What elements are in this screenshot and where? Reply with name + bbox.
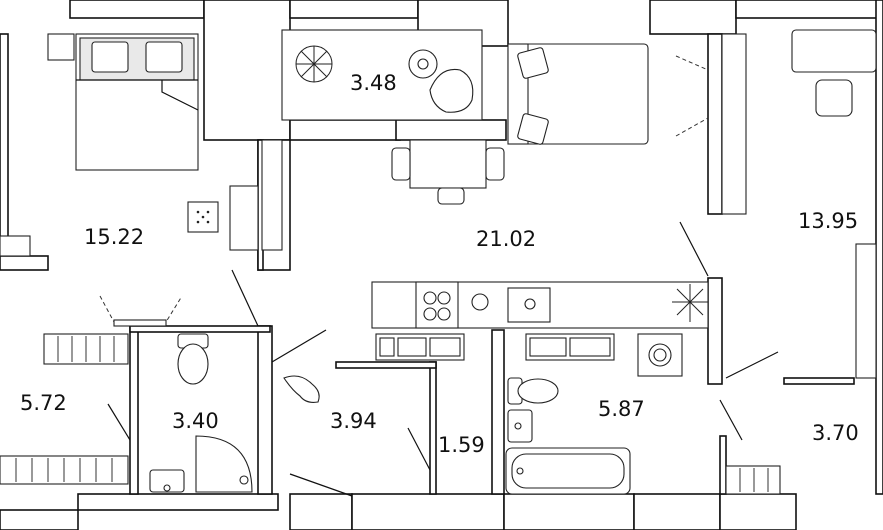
washbasin-icon bbox=[507, 409, 533, 443]
wardrobe-shelves bbox=[375, 333, 465, 361]
toilet-icon bbox=[177, 333, 209, 385]
plant-icon bbox=[672, 284, 708, 322]
bedside-table bbox=[187, 201, 219, 233]
area-label-bedroom-main: 15.22 bbox=[84, 225, 144, 249]
area-label-bathroom-shower: 3.40 bbox=[172, 409, 219, 433]
shoe-rack bbox=[43, 333, 129, 365]
bed-right-edge bbox=[855, 243, 877, 379]
rabbit-icon bbox=[283, 375, 320, 403]
door-frame-bedroom bbox=[113, 319, 167, 327]
washing-machine-icon bbox=[637, 333, 683, 377]
area-label-wardrobe: 1.59 bbox=[438, 433, 485, 457]
swing-door-bedroom bbox=[99, 295, 183, 323]
window-left bbox=[0, 235, 31, 257]
door-leaf-hall-right bbox=[725, 351, 779, 379]
area-label-hall-left: 5.72 bbox=[20, 391, 67, 415]
washbasin-icon bbox=[149, 469, 185, 493]
wardrobe-bedroom bbox=[229, 139, 283, 251]
loggia-furniture bbox=[281, 29, 483, 121]
nightstand-left bbox=[47, 33, 75, 61]
door-leaf-bedroom bbox=[231, 269, 259, 327]
door-leaf-wardrobe bbox=[407, 427, 431, 471]
toilet-icon bbox=[507, 377, 559, 405]
sink-icon bbox=[507, 287, 551, 323]
area-label-loggia: 3.48 bbox=[350, 71, 397, 95]
shower-icon bbox=[195, 435, 253, 493]
area-label-bathroom-tub: 5.87 bbox=[598, 397, 645, 421]
area-label-hall-right: 3.70 bbox=[812, 421, 859, 445]
door-leaf-corridor bbox=[271, 329, 327, 363]
door-leaf-entrance bbox=[289, 473, 353, 497]
door-leaf-bedroom-right bbox=[679, 221, 709, 277]
kitchen-counter bbox=[371, 281, 709, 329]
plant-icon bbox=[295, 45, 333, 83]
sofa bbox=[507, 43, 649, 145]
stove-icon bbox=[415, 281, 459, 329]
double-bed bbox=[75, 33, 199, 171]
door-leaf-hall bbox=[107, 403, 131, 441]
area-label-corridor: 3.94 bbox=[330, 409, 377, 433]
tv-swing bbox=[675, 55, 709, 137]
cabinet-bath bbox=[525, 333, 615, 361]
wardrobe-right bbox=[721, 33, 747, 215]
area-label-bedroom-right: 13.95 bbox=[798, 209, 858, 233]
dining-table bbox=[391, 139, 505, 205]
door-leaf-bath bbox=[719, 399, 743, 441]
bathtub-icon bbox=[505, 447, 631, 495]
radiator-right bbox=[725, 465, 781, 495]
radiator-left bbox=[0, 455, 129, 485]
desk-right bbox=[791, 29, 877, 117]
area-label-living-kitchen: 21.02 bbox=[476, 227, 536, 251]
